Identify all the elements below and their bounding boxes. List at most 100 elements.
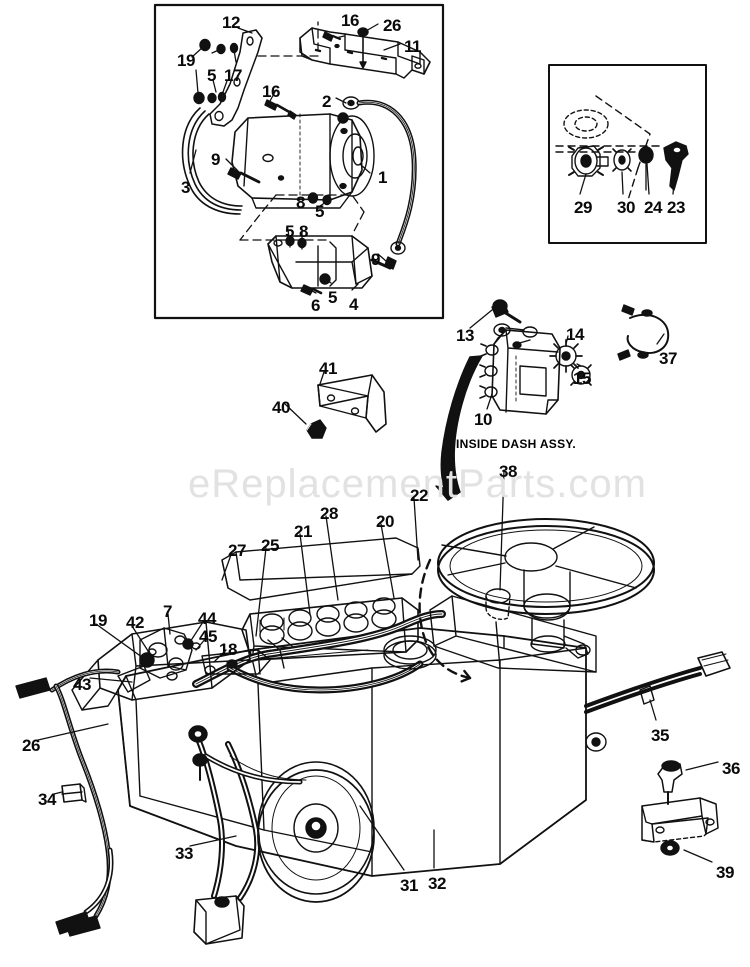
part-steering-wheel [437,518,655,615]
part-cable-26 [15,668,121,937]
callout-7: 7 [163,602,172,621]
part-key-hole [485,588,511,604]
part-strap-12 [209,29,263,127]
part-bracket-41 [317,374,387,433]
callout-18: 18 [219,640,237,659]
callout-14: 14 [566,325,584,344]
callout-19: 19 [89,611,107,630]
callout-19: 19 [177,51,195,70]
part-belt [203,753,307,785]
part-lockwasher-ghost [563,109,609,139]
part-light-wire-35 [584,651,731,714]
part-voltage-regulator-10 [491,329,561,415]
part-front-controls [117,627,194,693]
callout-42: 42 [126,613,144,632]
callout-30: 30 [617,198,635,217]
part-bolt-6 [300,284,323,296]
callout-43: 43 [73,675,91,694]
callout-31: 31 [400,876,418,895]
callout-8: 8 [299,222,308,241]
part-bolt-13 [491,299,522,324]
panel-border-ignition [548,64,707,244]
part-dash-panel [429,595,597,673]
part-regulator-terminals [479,343,499,399]
callout-17: 17 [224,66,242,85]
callout-1: 1 [378,168,387,187]
part-bolt-40 [306,419,327,439]
part-grommet [585,732,607,752]
callout-11: 11 [404,37,421,56]
callout-16: 16 [262,82,280,101]
callout-10: 10 [474,410,492,429]
part-clip-34 [61,783,87,803]
part-filler-cap [383,635,437,670]
part-cable-2 [337,96,417,255]
callout-40: 40 [272,398,290,417]
callout-39: 39 [716,863,734,882]
part-ignition-switch-29 [568,145,609,177]
part-bracket-39 [641,797,719,856]
callout-41: 41 [319,359,337,378]
callout-20: 20 [376,512,394,531]
site-watermark: eReplacementParts.com [188,462,647,506]
part-bolt-33 [192,753,208,781]
inside-dash-assy-label: INSIDE DASH ASSY. [456,437,577,451]
callout-15: 15 [573,369,591,388]
callout-27: 27 [228,541,246,560]
callout-32: 32 [428,874,446,893]
part-steering-column [523,569,591,659]
callout-4: 4 [349,295,358,314]
leader-lines [37,23,719,871]
callout-3: 3 [181,178,190,197]
callout-34: 34 [38,790,56,809]
tractor-deck [221,537,421,601]
callout-5: 5 [207,66,216,85]
callout-9: 9 [371,250,380,269]
callout-29: 29 [574,198,592,217]
callout-45: 45 [199,627,217,646]
callout-2: 2 [322,92,331,111]
callout-5: 5 [285,222,294,241]
callout-24: 24 [644,198,662,217]
callout-13: 13 [456,326,474,345]
part-switch-36 [657,760,683,805]
part-bolt-9-upper [227,167,261,184]
tractor-wheel [257,761,375,903]
part-washer-30 [612,148,632,172]
part-bolt-26 [357,27,369,69]
callout-9: 9 [211,150,220,169]
part-mount-bracket-4 [267,235,373,289]
callout-36: 36 [722,759,740,778]
callout-16: 16 [341,11,359,30]
part-nut-24 [638,146,654,191]
callout-26: 26 [22,736,40,755]
callout-25: 25 [261,536,279,555]
callout-38: 38 [499,462,517,481]
part-fasteners-bracket [285,235,331,285]
tractor-body [117,627,587,877]
callout-33: 33 [175,844,193,863]
callout-6: 6 [311,296,320,315]
part-bracket-11 [299,27,431,79]
part-hood [71,621,251,711]
callout-35: 35 [651,726,669,745]
part-jumper-wire-37 [617,304,670,361]
callout-22: 22 [410,486,428,505]
callout-26: 26 [383,16,401,35]
part-cable-3 [181,107,243,215]
callout-37: 37 [659,349,677,368]
callout-21: 21 [294,522,312,541]
part-linkage-18 [201,637,293,675]
callout-8: 8 [296,193,305,212]
part-screw-16-lower [264,99,297,120]
panel-border-starter [153,3,445,320]
part-regulator-top [493,323,538,349]
callout-23: 23 [667,198,685,217]
callout-5: 5 [328,288,337,307]
part-bolt-9-lower [370,256,397,270]
callout-5: 5 [315,202,324,221]
callout-28: 28 [320,504,338,523]
callout-44: 44 [198,609,216,628]
